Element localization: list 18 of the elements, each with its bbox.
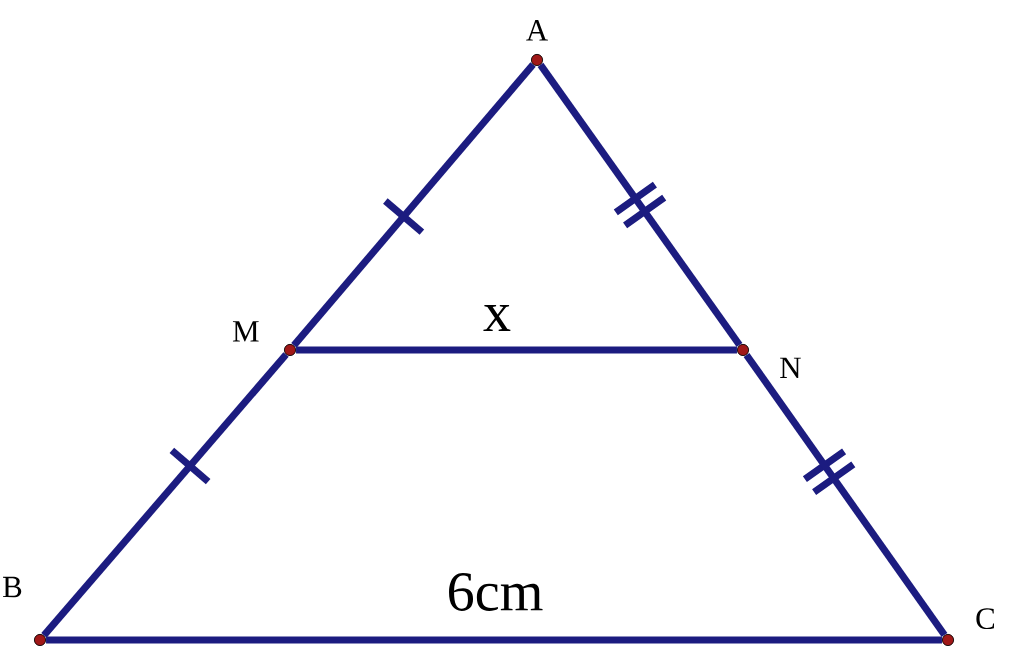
- point: C: [941, 608, 994, 647]
- node-label: C: [976, 608, 995, 630]
- node-label: B: [3, 576, 22, 598]
- node-label: M: [232, 321, 259, 342]
- point: M: [232, 321, 297, 357]
- point: A: [526, 20, 548, 67]
- node-label: A: [526, 20, 548, 41]
- edge-label: 6cm: [449, 573, 543, 611]
- line-segment: [537, 62, 743, 348]
- node-label: N: [780, 357, 801, 378]
- line-segment: [41, 352, 289, 638]
- line-segment: [743, 352, 948, 638]
- line-segment: [291, 62, 536, 348]
- point: N: [736, 343, 801, 378]
- edge-label: x: [483, 305, 511, 331]
- line-segment: [296, 346, 737, 354]
- point: B: [3, 576, 47, 647]
- line-segment: [46, 636, 942, 644]
